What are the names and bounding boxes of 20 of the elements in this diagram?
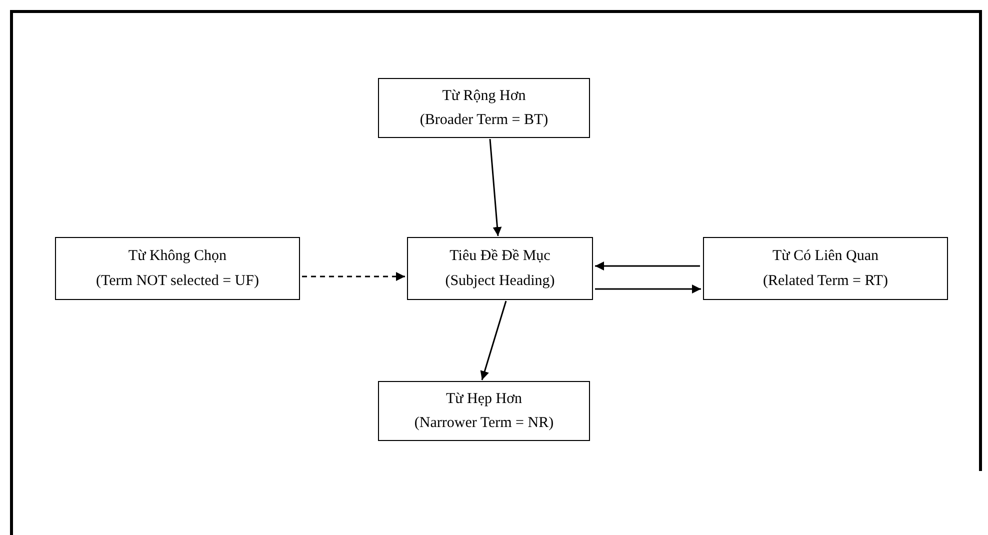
arrow [302, 272, 405, 281]
term-description: (Related Term = RT) [763, 272, 888, 289]
term-description: (Narrower Term = NR) [414, 415, 554, 432]
term-name: Tiêu Đề Đề Mục [450, 248, 550, 264]
term-description: (Subject Heading) [445, 272, 555, 289]
term-box [378, 381, 590, 441]
term-box [55, 237, 300, 300]
term-description: (Term NOT selected = UF) [96, 272, 259, 289]
term-box [703, 237, 948, 300]
arrow [595, 284, 701, 294]
arrow [480, 300, 507, 380]
arrow [595, 262, 700, 270]
term-description: (Broader Term = BT) [420, 112, 548, 128]
arrow [489, 138, 502, 236]
term-box [407, 237, 593, 300]
term-name: Từ Hẹp Hơn [446, 390, 522, 407]
term-name: Từ Không Chọn [128, 248, 227, 264]
term-name: Từ Rộng Hơn [442, 88, 526, 104]
term-box [378, 78, 590, 138]
term-name: Từ Có Liên Quan [772, 248, 879, 264]
